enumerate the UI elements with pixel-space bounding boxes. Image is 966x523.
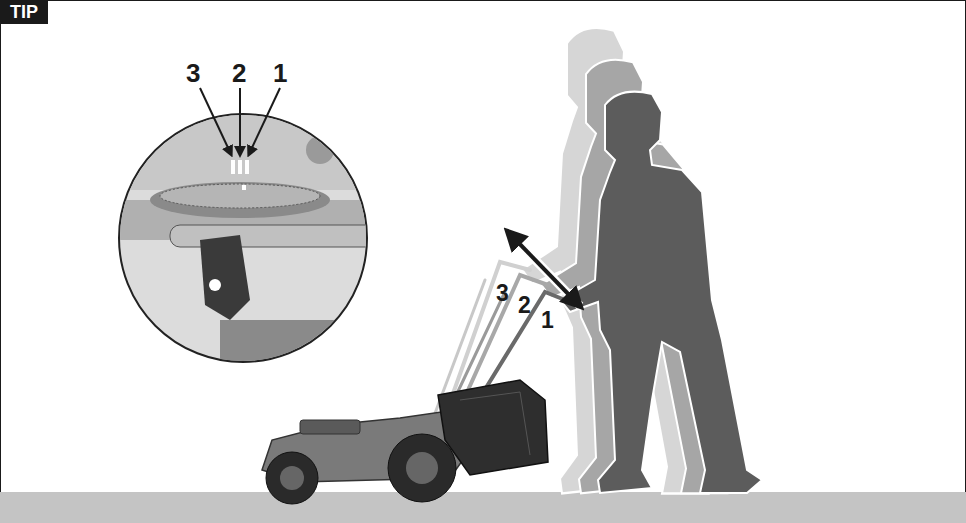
tip-badge: TIP bbox=[0, 0, 48, 24]
callout-number: 2 bbox=[232, 60, 246, 86]
lawn-mower bbox=[262, 380, 548, 504]
callout-number: 3 bbox=[496, 282, 509, 305]
person-silhouette bbox=[560, 92, 762, 493]
callout-number: 1 bbox=[541, 309, 554, 332]
leader-arrow bbox=[200, 88, 280, 152]
callout-number: 1 bbox=[273, 60, 287, 86]
badge-text: TIP bbox=[10, 2, 38, 23]
ground bbox=[0, 492, 966, 523]
callout-number: 2 bbox=[518, 294, 531, 317]
callout-number: 3 bbox=[186, 60, 200, 86]
